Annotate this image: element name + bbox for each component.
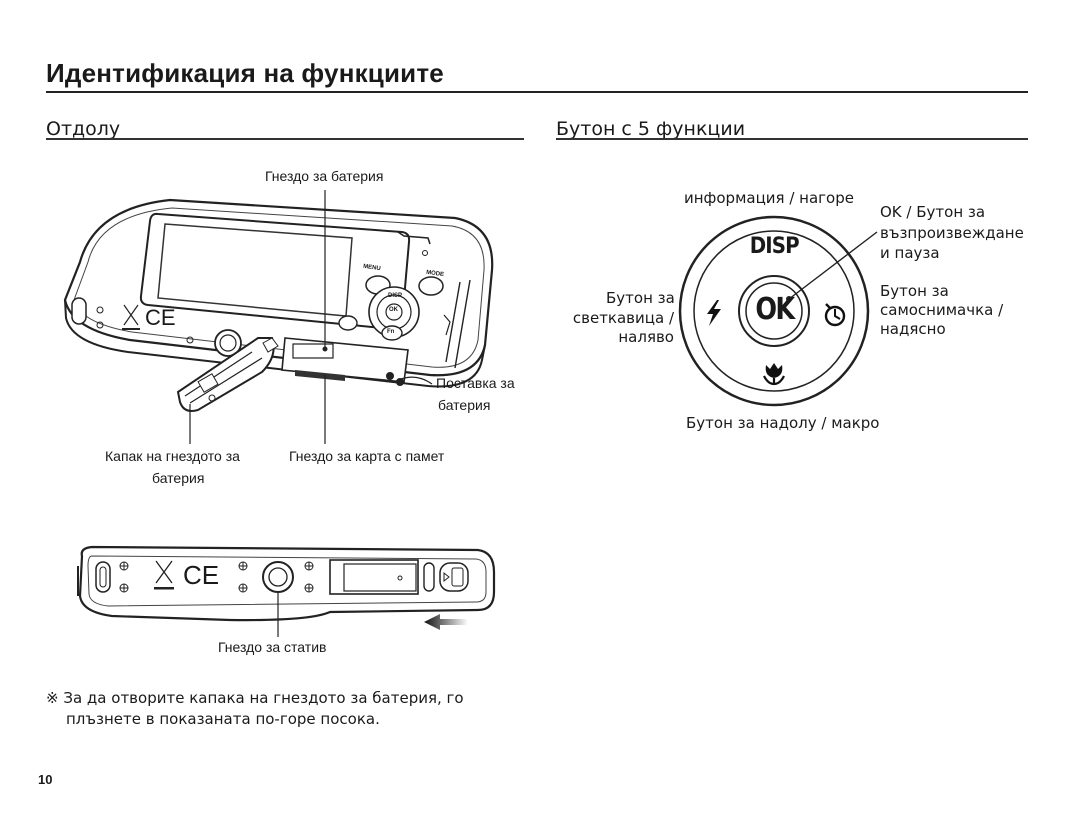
note-symbol: ※ [46, 689, 59, 707]
label-memory-card-slot: Гнездо за карта с памет [289, 448, 445, 464]
section-divider-five-function [556, 138, 1028, 140]
title-divider [46, 91, 1028, 93]
note-block: ※ За да отворите капака на гнездото за б… [46, 688, 464, 730]
label-battery-slot: Гнездо за батерия [265, 168, 384, 184]
disp-marking-small: DISP [388, 293, 403, 299]
ok-marking-small: OK [389, 307, 398, 313]
label-timer-3: надясно [880, 320, 946, 338]
dial-disp-mark: DISP [749, 234, 800, 259]
label-up-info: информация / нагоре [684, 189, 854, 207]
label-ok-1: OK / Бутон за [880, 203, 986, 221]
note-text-1: За да отворите капака на гнездото за бат… [63, 689, 464, 707]
label-flash-3: наляво [618, 328, 674, 346]
fn-marking: Fn [387, 329, 395, 335]
label-timer-2: самоснимачка / [880, 301, 1004, 319]
label-down-macro: Бутон за надолу / макро [686, 414, 880, 432]
section-divider-bottom [46, 138, 524, 140]
page-number: 10 [38, 772, 53, 787]
label-tripod-socket: Гнездо за статив [218, 639, 327, 655]
label-ok-3: и пауза [880, 244, 940, 262]
label-flash-2: светкавица / [572, 309, 674, 327]
label-timer-1: Бутон за [880, 282, 949, 300]
label-battery-holder-2: батерия [438, 397, 491, 413]
ce-marking-bottom: CE [183, 560, 220, 590]
ce-marking: CE [145, 305, 176, 330]
label-flash-1: Бутон за [606, 289, 675, 307]
page-title: Идентификация на функциите [46, 58, 444, 88]
label-battery-cover-2: батерия [152, 470, 205, 486]
label-battery-holder-1: Поставка за [436, 375, 515, 391]
section-heading-bottom: Отдолу [46, 118, 121, 140]
label-ok-2: възпроизвеждане [880, 224, 1024, 242]
section-heading-five-function: Бутон с 5 функции [556, 118, 746, 140]
note-line-1: ※ За да отворите капака на гнездото за б… [46, 688, 464, 709]
note-text-2: плъзнете в показаната по-горе посока. [66, 710, 380, 728]
dial-ok-mark: OK [755, 292, 795, 327]
label-battery-cover-1: Капак на гнездото за [105, 448, 240, 464]
